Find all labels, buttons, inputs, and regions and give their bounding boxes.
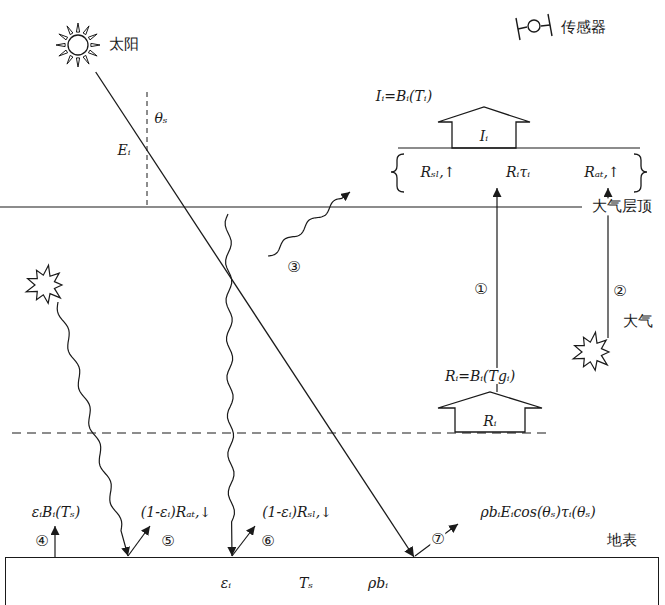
toa-line (0, 206, 582, 207)
wavy-arrow (268, 192, 350, 256)
sun-ray (88, 50, 97, 56)
sensor-icon (510, 6, 556, 48)
sun-disc (68, 35, 88, 55)
formula-label: ρbᵢEᵢcos(θₛ)τᵢ(θₛ) (479, 504, 596, 520)
callout-number: ④ (34, 533, 49, 550)
sun-ray (91, 43, 100, 46)
sun-ray (76, 58, 79, 67)
emission-burst (573, 332, 609, 370)
sun-ray (67, 55, 73, 64)
region-label: 大气 (622, 313, 654, 330)
formula-label: Rₛₗ,↑ (420, 164, 457, 180)
brace (391, 154, 404, 192)
arrow (128, 526, 150, 556)
arrow (54, 526, 55, 557)
callout-number: ① (473, 281, 488, 298)
formula-label: θₛ (153, 110, 168, 126)
callout-number: ③ (286, 259, 301, 276)
formula-label: Iᵢ (479, 128, 489, 144)
formula-label: (1-εᵢ)Rₛₗ,↓ (261, 504, 333, 520)
sun-ray (59, 50, 68, 56)
formula-label: Iᵢ=Bᵢ(Tᵢ) (375, 88, 433, 104)
sun-ray (59, 34, 68, 40)
arrow (232, 526, 255, 556)
surface-box: εᵢTₛρbᵢ地表 (5, 557, 659, 605)
hollow-arrow (438, 392, 542, 432)
radiation-ray (96, 72, 414, 557)
wavy-arrow (225, 214, 234, 556)
formula-label: Rᵢτᵢ (505, 164, 531, 180)
edge-label: Eᵢ (116, 142, 131, 158)
bracket-line (398, 147, 640, 148)
symbol-label: 传感器 (560, 19, 607, 36)
sun-ray (76, 23, 79, 32)
sun-ray (67, 26, 73, 35)
brace (634, 154, 647, 192)
callout-number: ⑤ (160, 533, 175, 550)
callout-number: ② (612, 283, 627, 300)
sun-symbol: 太阳 (50, 18, 144, 72)
surface-label: ρbᵢ (367, 575, 389, 591)
sensor-symbol: 传感器 (510, 6, 611, 48)
sun-ray (83, 55, 89, 64)
callout-number: ⑦ (430, 531, 445, 548)
arrow (496, 188, 497, 392)
hollow-arrow (438, 107, 530, 148)
surface-label: 地表 (606, 532, 638, 549)
surface-label: Tₛ (298, 575, 314, 591)
sensor-part (541, 25, 550, 26)
formula-label: Rᵢ=Bᵢ(Tgᵢ) (444, 368, 516, 384)
region-label: 大气层顶 (591, 198, 653, 215)
sun-ray (83, 26, 89, 35)
formula-label: εᵢBᵢ(Tₛ) (31, 504, 81, 520)
formula-label: Rᵢ (482, 413, 497, 429)
formula-label: Rₐₜ,↑ (583, 164, 620, 180)
arrow (415, 524, 458, 556)
emission-burst (26, 265, 62, 303)
sun-ray (88, 34, 97, 40)
formula-label: (1-εᵢ)Rₐₜ,↓ (140, 504, 212, 520)
symbol-label: 太阳 (108, 36, 140, 53)
sun-ray (56, 43, 65, 46)
surface-label: εᵢ (220, 575, 232, 591)
callout-number: ⑥ (260, 533, 275, 550)
sensor-part (528, 20, 540, 32)
sun-icon (50, 18, 106, 72)
sensor-part (518, 27, 527, 29)
